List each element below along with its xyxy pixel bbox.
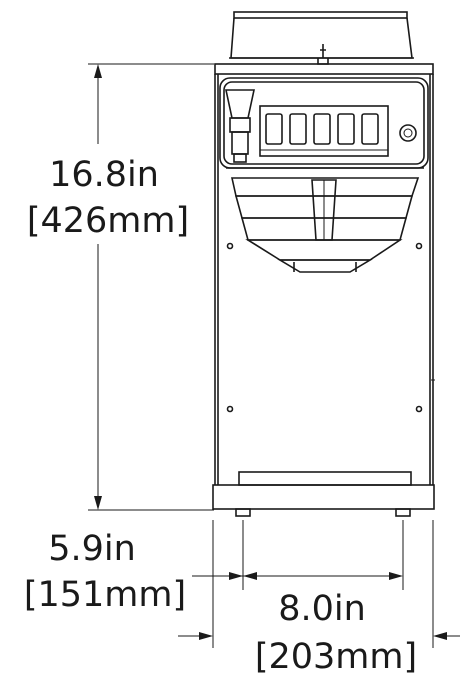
depth-arrow-left — [229, 572, 243, 580]
brewer-base — [212, 471, 435, 517]
base-plinth — [212, 484, 435, 510]
depth-imperial-label: 5.9in — [48, 529, 136, 569]
display-digit-window — [361, 113, 379, 145]
funnel-bottom — [245, 239, 403, 261]
power-knob-icon[interactable] — [399, 124, 417, 142]
width-arrow-left — [199, 632, 213, 640]
width-dimension: 8.0in [203mm] — [178, 520, 460, 677]
depth-arrow-inner — [243, 572, 257, 580]
screw-icon — [415, 242, 423, 250]
control-panel — [219, 77, 429, 169]
foot-left — [235, 508, 251, 517]
lid-top-cap — [233, 11, 408, 19]
depth-arrow-right — [389, 572, 403, 580]
display-digit-window — [313, 113, 331, 145]
screw-icon — [226, 405, 234, 413]
width-arrow-right — [433, 632, 447, 640]
height-imperial-label: 16.8in — [49, 155, 159, 195]
height-metric-label: [426mm] — [27, 201, 189, 241]
lid-handle — [317, 44, 329, 65]
display-digits — [265, 113, 379, 145]
panel-frame — [219, 77, 429, 169]
height-arrow-bottom — [94, 496, 102, 510]
foot-right — [395, 508, 411, 517]
brewer-body — [214, 63, 435, 485]
height-dimension: 16.8in [426mm] — [27, 63, 214, 511]
lid-body — [230, 17, 413, 59]
faucet-spout — [231, 131, 249, 155]
screw-icon — [226, 242, 234, 250]
power-knob-center — [403, 128, 413, 138]
faucet-tip — [233, 153, 247, 163]
dispense-faucet-icon — [225, 89, 255, 119]
display-digit-window — [337, 113, 355, 145]
width-imperial-label: 8.0in — [278, 589, 366, 629]
body-screws — [226, 242, 423, 413]
height-arrow-top — [94, 64, 102, 78]
screw-icon — [415, 405, 423, 413]
warmer-plate — [238, 471, 412, 486]
panel-inner-frame — [223, 81, 425, 165]
display-housing — [259, 105, 389, 157]
brew-funnel — [226, 167, 424, 273]
display-digit-window — [289, 113, 307, 145]
top-rim — [214, 63, 434, 75]
top-lid — [229, 11, 414, 65]
depth-dimension: 5.9in [151mm] — [24, 520, 404, 615]
faucet-valve — [229, 117, 251, 133]
funnel-handle — [311, 179, 337, 241]
depth-metric-label: [151mm] — [24, 575, 186, 615]
display-digit-window — [265, 113, 283, 145]
width-metric-label: [203mm] — [255, 637, 417, 677]
